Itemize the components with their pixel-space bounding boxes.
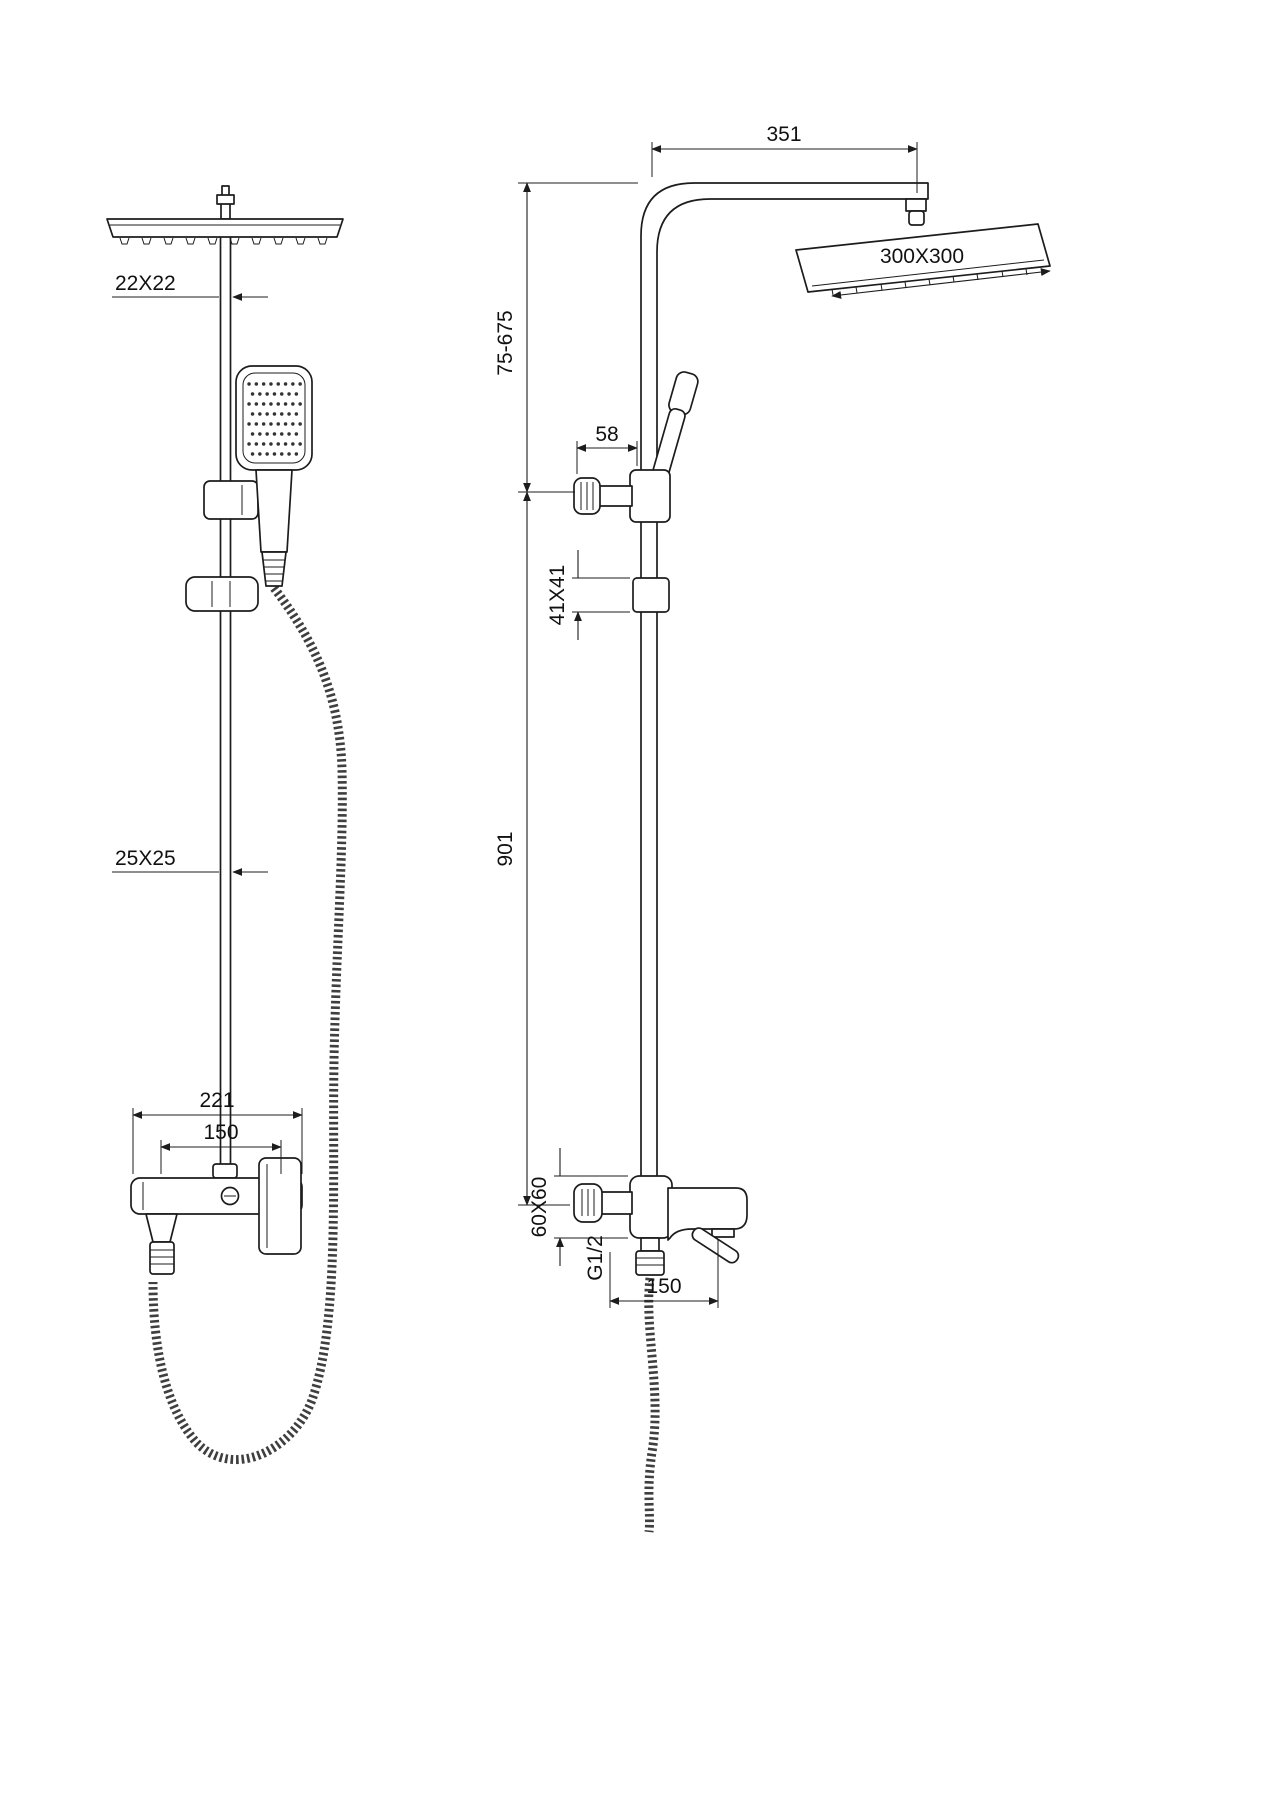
front-hose-outlet bbox=[145, 1213, 178, 1243]
dim-label-mixer-body-section: 60X60 bbox=[528, 1177, 551, 1238]
front-riser-pipe bbox=[219, 236, 232, 1179]
side-holder-body bbox=[629, 469, 671, 523]
side-hose-nut bbox=[635, 1250, 665, 1276]
side-head-ball-joint bbox=[908, 210, 925, 226]
front-dim-221-extensions bbox=[132, 1108, 303, 1174]
side-mixer-knob-knurl bbox=[581, 1189, 595, 1216]
dim-label-head-face: 300X300 bbox=[880, 245, 964, 268]
side-mixer-lever-plate bbox=[691, 1227, 740, 1264]
side-dim-351-extensions bbox=[651, 142, 918, 193]
side-head-connector bbox=[905, 198, 927, 212]
side-hose-nut-ribs bbox=[636, 1257, 664, 1266]
side-holder-stem bbox=[597, 485, 633, 507]
front-slider-detail bbox=[211, 581, 231, 607]
front-slider-bracket bbox=[185, 576, 259, 612]
dim-label-spout-reach: 150 bbox=[646, 1275, 681, 1298]
front-shower-head-nozzles bbox=[119, 237, 328, 245]
front-hand-shower-connector-ribs bbox=[263, 559, 285, 582]
side-vertical-dim-extensions bbox=[518, 182, 638, 1206]
front-mixer-handle bbox=[258, 1157, 302, 1255]
dim-label-mixer-port-spacing: 150 bbox=[203, 1121, 238, 1144]
front-top-connector bbox=[216, 185, 235, 220]
side-mixer-spout bbox=[667, 1187, 748, 1241]
front-hose-nut-ribs bbox=[150, 1249, 174, 1265]
side-mixer-lever bbox=[691, 1227, 740, 1264]
front-hand-shower-face bbox=[242, 372, 306, 464]
dim-label-slider-section: 41X41 bbox=[546, 565, 569, 626]
dim-label-riser-length: 901 bbox=[494, 831, 517, 866]
dim-label-arm-reach: 351 bbox=[766, 123, 801, 146]
dim-label-hose-thread: G1/2 bbox=[584, 1235, 607, 1281]
side-view: 300X300 351 75 bbox=[494, 123, 1051, 1533]
dim-label-head-height-range: 75-675 bbox=[494, 310, 517, 375]
front-hose-nut bbox=[149, 1241, 175, 1275]
front-mixer-escutcheon bbox=[212, 1163, 238, 1179]
side-mixer-body bbox=[629, 1175, 673, 1239]
side-riser-and-arm bbox=[640, 182, 929, 1179]
front-hand-shower-holder bbox=[203, 480, 259, 520]
dim-label-riser-upper: 22X22 bbox=[115, 272, 176, 295]
front-shower-head bbox=[106, 218, 344, 238]
side-hose-thread bbox=[640, 1237, 660, 1252]
side-dim-300x300-arrow bbox=[831, 268, 1051, 299]
dim-label-riser-lower: 25X25 bbox=[115, 847, 176, 870]
front-shower-hose bbox=[148, 585, 347, 1464]
front-hand-shower-handle bbox=[255, 469, 293, 553]
side-spout-aerator bbox=[711, 1228, 735, 1238]
front-view: 22X22 25X25 221 150 bbox=[106, 185, 347, 1464]
side-mixer-knob-stem bbox=[599, 1191, 633, 1215]
side-holder-knob-knurl bbox=[580, 482, 594, 510]
dim-label-holder-knob-depth: 58 bbox=[595, 423, 618, 446]
side-shower-hose bbox=[644, 1277, 660, 1533]
dim-label-mixer-overall-width: 221 bbox=[199, 1089, 234, 1112]
side-dim-41x41-extensions bbox=[572, 577, 630, 613]
side-slider-ring bbox=[632, 577, 670, 613]
